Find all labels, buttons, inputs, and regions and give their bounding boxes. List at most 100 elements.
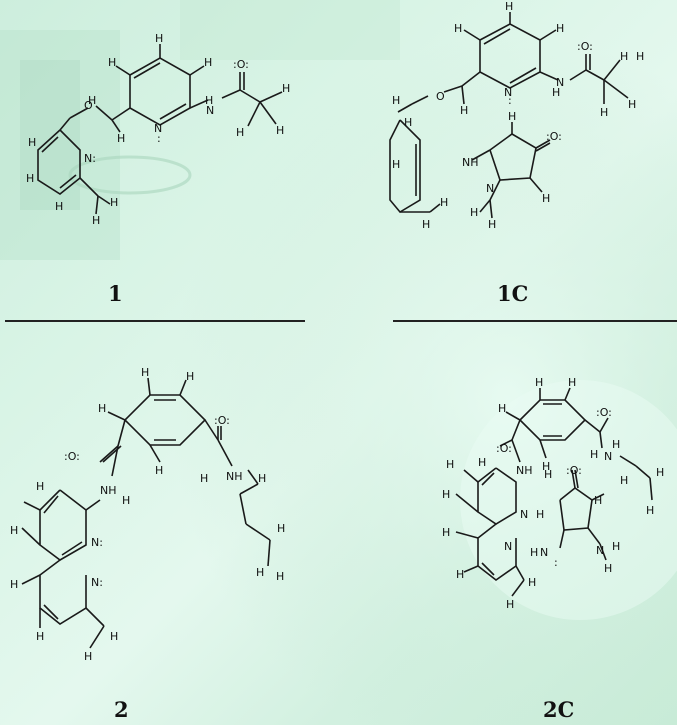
svg-text:H: H bbox=[258, 472, 266, 485]
svg-text:H: H bbox=[456, 568, 464, 581]
label-compound-1c: 1C bbox=[497, 281, 529, 306]
svg-text:H: H bbox=[612, 540, 620, 553]
svg-text:H: H bbox=[84, 650, 92, 663]
svg-text::O:: :O: bbox=[577, 40, 593, 53]
svg-text:H: H bbox=[422, 218, 430, 231]
svg-text:H: H bbox=[200, 472, 208, 485]
svg-text:H: H bbox=[440, 196, 448, 209]
svg-text:H: H bbox=[442, 488, 450, 501]
svg-text:H: H bbox=[552, 86, 560, 99]
svg-text:H: H bbox=[392, 158, 400, 171]
svg-text:H: H bbox=[122, 494, 130, 507]
svg-text:NH: NH bbox=[516, 464, 533, 477]
svg-text::O:: :O: bbox=[496, 442, 512, 455]
svg-text:H: H bbox=[236, 126, 244, 139]
svg-text:N: N bbox=[520, 508, 528, 521]
svg-text:H: H bbox=[276, 570, 284, 583]
svg-text:N:: N: bbox=[91, 576, 103, 589]
svg-text:H: H bbox=[556, 22, 564, 35]
svg-text:H: H bbox=[392, 94, 400, 107]
svg-text:N: N bbox=[154, 122, 162, 135]
label-compound-1: 1 bbox=[108, 281, 123, 306]
svg-text:H: H bbox=[277, 522, 285, 535]
svg-text:H: H bbox=[628, 98, 636, 111]
svg-text:H: H bbox=[600, 106, 608, 119]
svg-text:H: H bbox=[282, 82, 290, 95]
svg-text:H: H bbox=[404, 116, 412, 129]
svg-text:N: N bbox=[596, 544, 604, 557]
svg-text:H: H bbox=[530, 546, 538, 559]
svg-text:H: H bbox=[442, 526, 450, 539]
svg-text:H: H bbox=[506, 598, 514, 611]
svg-text:H: H bbox=[590, 448, 598, 461]
svg-text:NH: NH bbox=[462, 156, 479, 169]
svg-text:H: H bbox=[542, 192, 550, 205]
svg-text:H: H bbox=[10, 578, 18, 591]
svg-text:H: H bbox=[604, 562, 612, 575]
svg-text:N: N bbox=[556, 76, 564, 89]
svg-text:H: H bbox=[568, 376, 576, 389]
svg-text:H: H bbox=[155, 32, 163, 45]
svg-text:H: H bbox=[488, 218, 496, 231]
svg-text:H: H bbox=[155, 464, 163, 477]
svg-text::O:: :O: bbox=[214, 414, 230, 427]
svg-text:H: H bbox=[110, 630, 118, 643]
svg-text:N: N bbox=[206, 104, 214, 117]
svg-text:H: H bbox=[536, 508, 544, 521]
svg-text:H: H bbox=[620, 50, 628, 63]
svg-text::: : bbox=[554, 556, 558, 569]
svg-text:H: H bbox=[656, 466, 664, 479]
divider-left bbox=[5, 320, 305, 322]
svg-text::: : bbox=[157, 132, 161, 145]
svg-text:H: H bbox=[36, 480, 44, 493]
svg-text:NH: NH bbox=[226, 470, 243, 483]
svg-text:H: H bbox=[92, 214, 100, 227]
svg-text:H: H bbox=[620, 474, 628, 487]
svg-text:N: N bbox=[486, 182, 494, 195]
svg-text::O:: :O: bbox=[566, 464, 582, 477]
svg-text:N: N bbox=[504, 540, 512, 553]
svg-text:H: H bbox=[646, 504, 654, 517]
svg-text:H: H bbox=[470, 206, 478, 219]
svg-text::: : bbox=[508, 94, 512, 107]
svg-text:H: H bbox=[186, 370, 194, 383]
svg-text::O:: :O: bbox=[596, 406, 612, 419]
svg-text:H: H bbox=[544, 468, 552, 481]
divider-right bbox=[393, 320, 677, 322]
svg-text:N: N bbox=[504, 86, 512, 99]
svg-text:N:: N: bbox=[84, 152, 96, 165]
svg-text::O:: :O: bbox=[233, 58, 249, 71]
svg-text:H: H bbox=[256, 566, 264, 579]
svg-text:H: H bbox=[535, 376, 543, 389]
svg-text:H: H bbox=[55, 200, 63, 213]
svg-text:H: H bbox=[98, 402, 106, 415]
svg-text:H: H bbox=[508, 110, 516, 123]
svg-text:H: H bbox=[542, 460, 550, 473]
svg-text:H: H bbox=[205, 94, 213, 107]
svg-text:H: H bbox=[498, 402, 506, 415]
svg-text:H: H bbox=[478, 456, 486, 469]
svg-text::O:: :O: bbox=[546, 130, 562, 143]
svg-text:H: H bbox=[446, 458, 454, 471]
svg-text:H: H bbox=[28, 136, 36, 149]
svg-text:H: H bbox=[636, 50, 644, 63]
svg-text:H: H bbox=[204, 56, 212, 69]
svg-text:H: H bbox=[612, 438, 620, 451]
svg-text:O: O bbox=[436, 90, 445, 103]
svg-text:H: H bbox=[460, 104, 468, 117]
svg-text:H: H bbox=[88, 94, 96, 107]
svg-text:H: H bbox=[141, 366, 149, 379]
svg-text:N: N bbox=[604, 450, 612, 463]
svg-text:H: H bbox=[454, 22, 462, 35]
svg-text:H: H bbox=[110, 196, 118, 209]
svg-text:H: H bbox=[594, 494, 602, 507]
svg-text:H: H bbox=[26, 172, 34, 185]
svg-text::O:: :O: bbox=[64, 450, 80, 463]
svg-text:H: H bbox=[528, 576, 536, 589]
label-compound-2c: 2C bbox=[543, 697, 575, 722]
svg-text:H: H bbox=[505, 0, 513, 13]
